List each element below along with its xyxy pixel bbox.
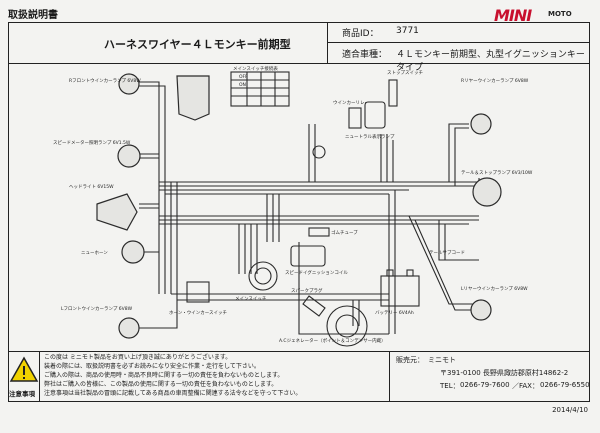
main-switch-table-label: メインスイッチ接続表 [233,65,278,72]
product-id-row: 商品ID： 3771 [328,22,590,43]
notice-line-4: 弊社はご購入の皆様に、この製品の使用に関する一切の責任を負わないものとします。 [44,381,278,388]
fax-label: ／FAX： [512,382,539,390]
product-id-label: 商品ID： [342,29,379,39]
warning-label: 注意事項 [9,390,35,398]
ac-generator-label: A.Cジェネレーター（ポイント＆コンデンサー内蔵） [279,337,386,344]
notice-line-5: 注意事項は当社製品の冒頭に記載してある商品の車両整備に関連する法令などを守って下… [44,390,302,397]
headlight-label: ヘッドライト 6V15W [69,184,114,190]
dealer-label: 販売元： [396,356,424,364]
dealer-address: 〒391-0100 長野県諏訪郡原村14862-2 [440,369,569,377]
main-switch-label: メインスイッチ [235,296,267,302]
rear-winker-l-label: Lリヤーウインカーランプ 6V8W [461,285,528,292]
neutral-lamp-label: ニュートラル表示ランプ [345,133,395,140]
brand-logo: MINI [494,6,532,25]
document-frame [8,22,590,402]
rear-winker-r-label: Rリヤーウインカーランプ 6V8W [461,77,529,84]
front-winker-r-label: Rフロントウインカーランプ 6V8W [69,77,141,84]
tel-number: 0266-79-7600 [460,381,510,389]
battery-label: バッテリー 6V4Ah [375,310,414,316]
compat-value: ４Ｌモンキー前期型、丸型イグニッションキータイプ [396,50,585,73]
spark-plug-label: スパークプラグ [291,287,323,294]
tail-cord-label: テールサブコード [429,249,465,256]
product-name: ハーネスワイヤー４Ｌモンキー前期型 [104,38,291,51]
wiring-diagram: メインスイッチ接続表 OFF ON Rフロントウインカーランプ 6V8W スピー… [53,65,533,347]
product-name-cell: ハーネスワイヤー４Ｌモンキー前期型 [8,22,328,64]
notice-line-3: ご購入の際は、商品の使用時・商品不良時に関する一切の責任を負わないものとします。 [44,372,284,379]
winker-relay-label: ウインカーリレー [333,99,369,106]
tel-label: TEL： [440,382,460,390]
product-id: 3771 [396,26,419,36]
warning-icon [9,356,39,382]
dealer-info: 販売元： ミニモト 〒391-0100 長野県諏訪郡原村14862-2 TEL：… [389,352,590,402]
notice-line-1: この度は ミニモト製品をお買い上げ頂き誠にありがとうございます。 [44,354,232,361]
dealer-name: ミニモト [428,356,456,364]
issue-date: 2014/4/10 [552,406,588,414]
stop-switch-label: ストップスイッチ [387,70,423,76]
fax-number: 0266-79-6550 [540,381,590,389]
notice-line-2: 装着の際には、取扱説明書を必ずお読みになり安全に作業・走行をして下さい。 [44,363,260,370]
horn-label: ニューホーン [81,250,108,256]
front-winker-l-label: Lフロントウインカーランプ 6V8W [61,305,133,312]
ignition-coil-label: スピードイグニッションコイル [285,269,348,276]
winker-switch-label: ホーン・ウインカースイッチ [169,309,228,316]
footer-notice: 注意事項 この度は ミニモト製品をお買い上げ頂き誠にありがとうございます。 装着… [8,351,590,402]
brand-logo-sub: MOTO [548,10,572,18]
table-off-label: OFF [239,74,248,80]
table-on-label: ON [239,82,246,88]
document-title: 取扱説明書 [8,10,58,21]
tail-stop-lamp-label: テール＆ストップランプ 6V3/10W [461,170,533,176]
tube-label: ゴムチューブ [331,229,358,236]
compat-label: 適合車種： [342,50,388,60]
speedo-lamp-label: スピードメーター照明ランプ 6V1.5W [53,139,131,146]
product-info-cell: 商品ID： 3771 適合車種： ４Ｌモンキー前期型、丸型イグニッションキータイ… [328,22,590,73]
warning-box: 注意事項 [8,352,40,402]
